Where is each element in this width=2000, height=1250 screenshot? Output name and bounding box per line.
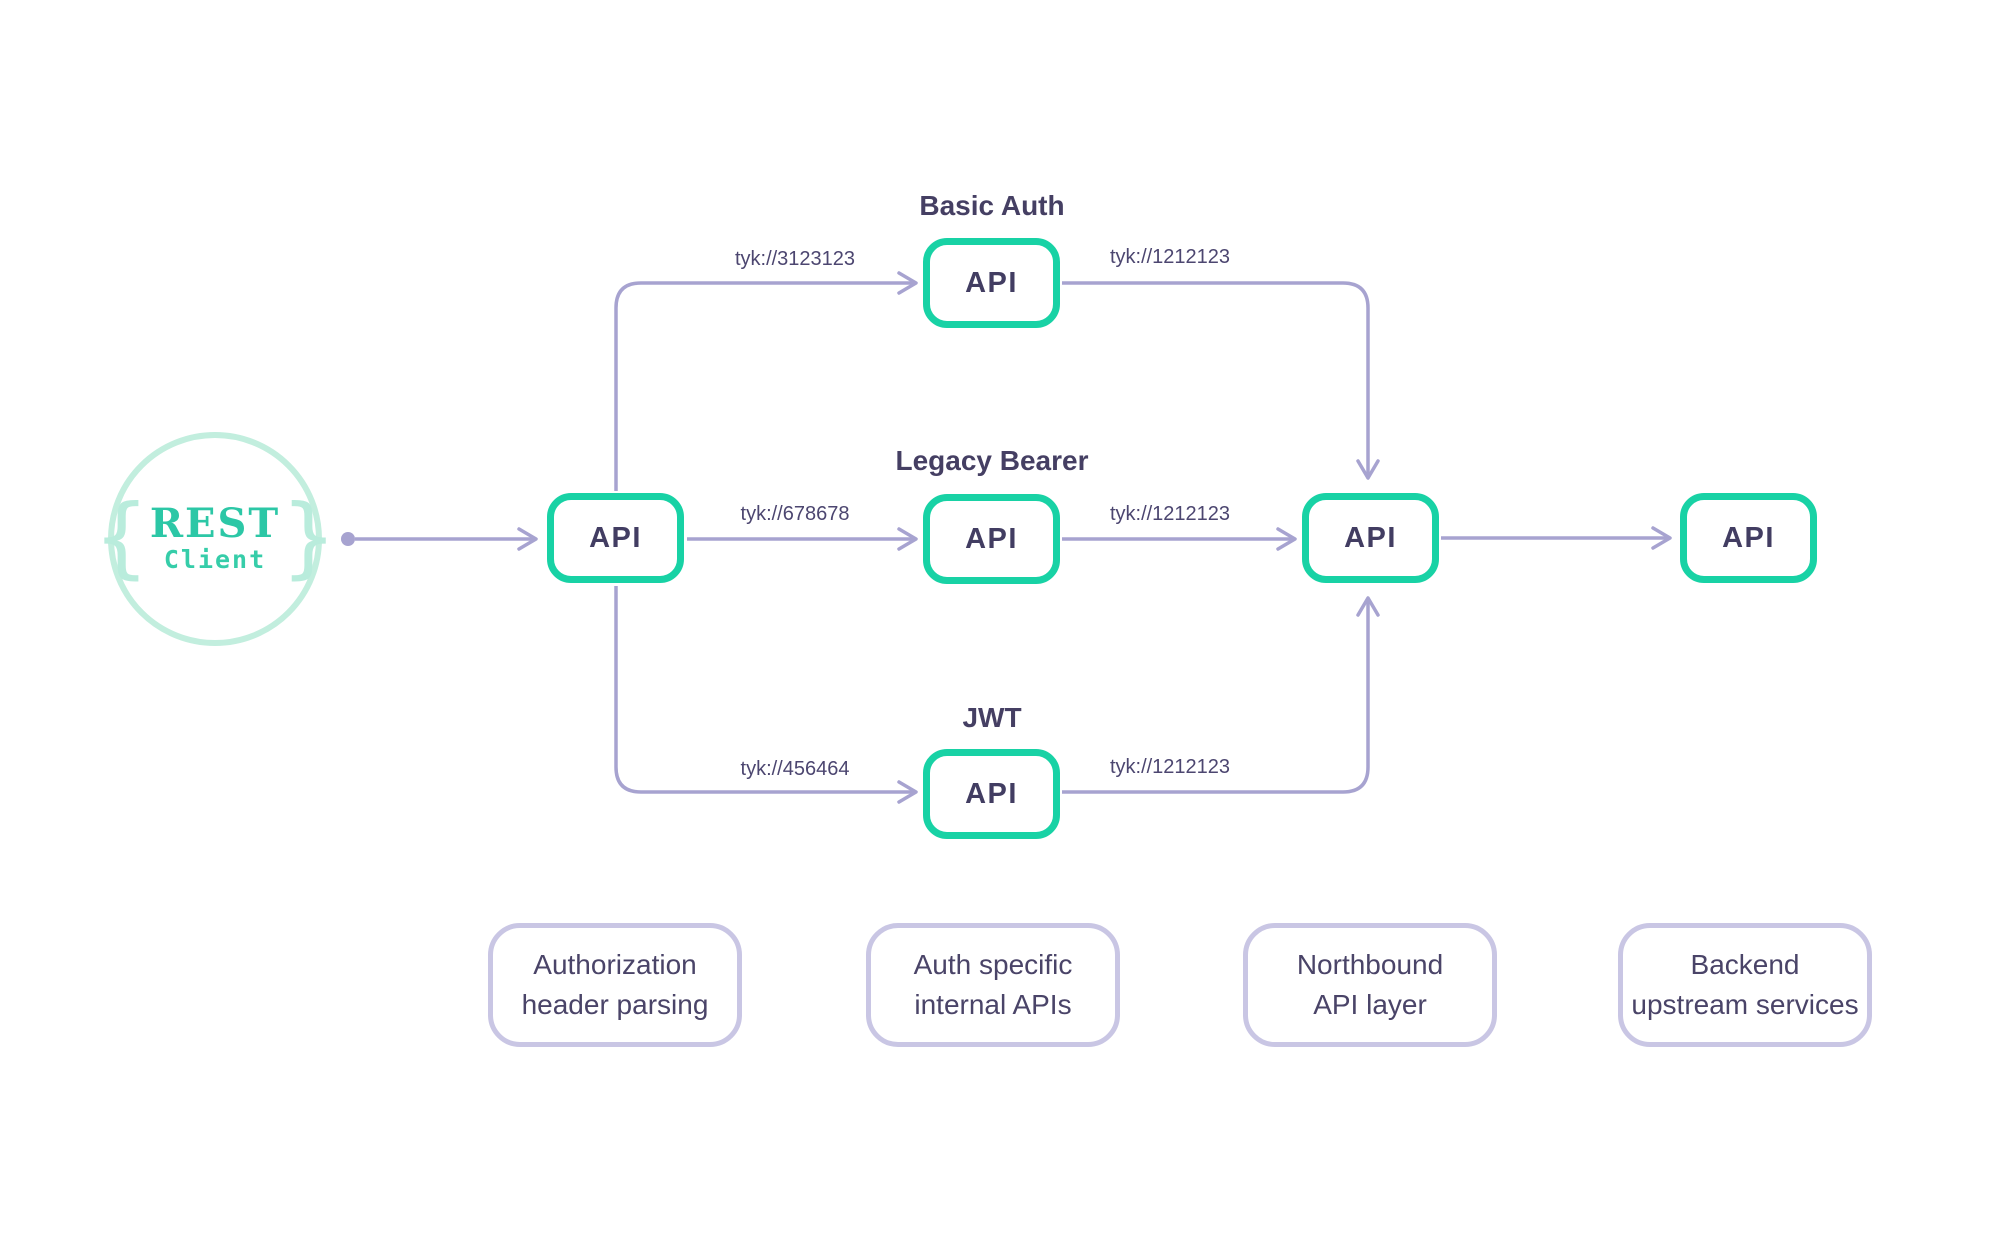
caption-line: internal APIs xyxy=(914,989,1072,1020)
rest-client-node: { REST Client } xyxy=(95,432,335,646)
northbound-api-node: API xyxy=(1302,493,1439,583)
right-brace-glyph: } xyxy=(282,485,336,588)
caption-line: Northbound xyxy=(1296,949,1444,980)
edge-gateway-to-jwt xyxy=(614,586,918,804)
caption-northbound-api-layer: Northbound API layer xyxy=(1243,923,1497,1047)
edge-gateway-to-basic xyxy=(614,271,918,491)
caption-backend-upstream-services: Backend upstream services xyxy=(1618,923,1872,1047)
gateway-api-node: API xyxy=(547,493,684,583)
legacy-bearer-api-node: API xyxy=(923,494,1060,584)
caption-auth-specific-internal-apis: Auth specific internal APIs xyxy=(866,923,1120,1047)
edge-label-gateway-to-basic: tyk://3123123 xyxy=(734,248,856,270)
jwt-title: JWT xyxy=(962,702,1022,733)
basic-auth-title: Basic Auth xyxy=(919,190,1065,221)
edge-label-basic-to-northbound: tyk://1212123 xyxy=(1109,246,1231,268)
caption-authorization-header-parsing: Authorization header parsing xyxy=(488,923,742,1047)
edge-label-jwt-to-northbound: tyk://1212123 xyxy=(1109,756,1231,778)
edge-label-legacy-to-northbound: tyk://1212123 xyxy=(1109,503,1231,525)
rest-client-subtitle: Client xyxy=(163,545,267,574)
left-brace-glyph: { xyxy=(94,485,148,588)
basic-auth-api-node: API xyxy=(923,238,1060,328)
edge-label-gateway-to-jwt: tyk://456464 xyxy=(740,758,850,780)
edge-jwt-to-northbound xyxy=(1062,596,1380,794)
backend-api-node: API xyxy=(1680,493,1817,583)
caption-line: Authorization xyxy=(533,949,697,980)
caption-line: header parsing xyxy=(521,989,709,1020)
edge-label-gateway-to-legacy: tyk://678678 xyxy=(740,503,850,525)
edge-start-dot xyxy=(341,532,355,546)
legacy-bearer-title: Legacy Bearer xyxy=(895,445,1089,476)
caption-line: API layer xyxy=(1313,989,1427,1020)
jwt-api-node: API xyxy=(923,749,1060,839)
caption-line: Auth specific xyxy=(913,949,1073,980)
edge-basic-to-northbound xyxy=(1062,281,1380,480)
caption-line: upstream services xyxy=(1631,989,1859,1020)
caption-line: Backend xyxy=(1690,949,1800,980)
rest-client-title: REST xyxy=(149,500,281,547)
